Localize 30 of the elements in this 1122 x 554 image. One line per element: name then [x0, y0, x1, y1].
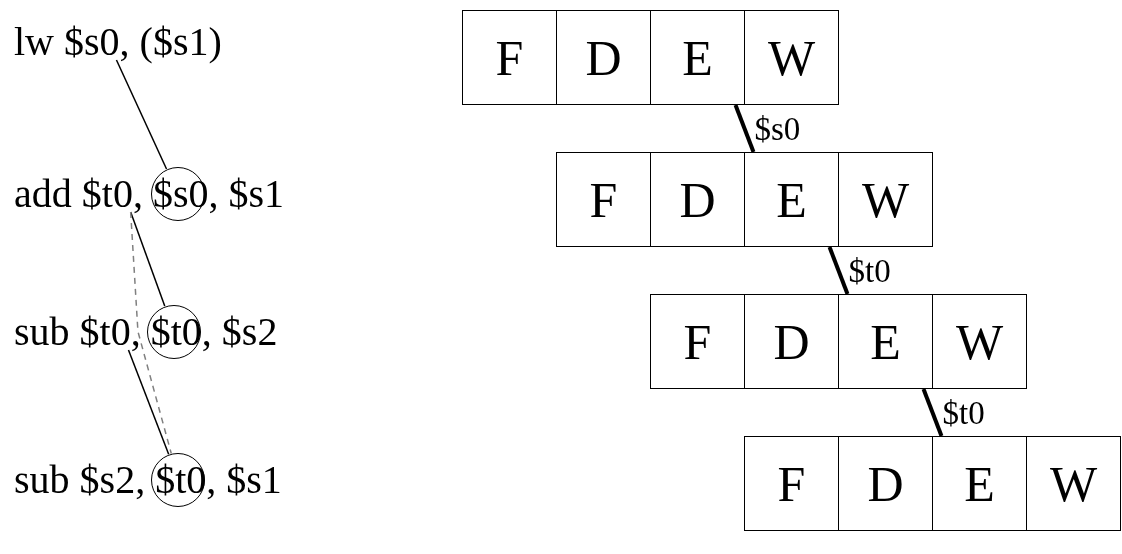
edge-label: $t0	[942, 396, 985, 429]
pipeline-stage-box: W	[1026, 436, 1121, 531]
pipeline-stage-box: D	[556, 10, 651, 105]
pipeline-stage-box: W	[838, 152, 933, 247]
pipeline-stage-box: D	[650, 152, 745, 247]
pipeline-stage-box: E	[650, 10, 745, 105]
pipeline-stage-box: W	[744, 10, 839, 105]
forwarding-line	[733, 104, 756, 153]
edge-label: $t0	[848, 254, 891, 287]
pipeline-stage-box: W	[932, 294, 1027, 389]
dependency-line	[129, 211, 166, 307]
dependency-line	[115, 59, 168, 170]
edge-label: $s0	[754, 112, 801, 145]
pipeline-stage-box: F	[650, 294, 745, 389]
instruction-text: sub $t0, $t0, $s2	[14, 312, 278, 352]
pipeline-stage-box: E	[838, 294, 933, 389]
pipeline-stage-box: F	[744, 436, 839, 531]
pipeline-stage-box: E	[932, 436, 1027, 531]
instruction-text: sub $s2, $t0, $s1	[14, 460, 282, 500]
forwarding-line	[827, 246, 850, 295]
pipeline-stage-box: D	[744, 294, 839, 389]
instruction-text: lw $s0, ($s1)	[14, 22, 222, 62]
pipeline-stage-box: E	[744, 152, 839, 247]
dashed-dependency-line	[129, 211, 172, 455]
instruction-text: add $t0, $s0, $s1	[14, 174, 285, 214]
dependency-line	[127, 349, 170, 456]
forwarding-line	[921, 388, 944, 437]
pipeline-stage-box: F	[462, 10, 557, 105]
pipeline-stage-box: D	[838, 436, 933, 531]
pipeline-stage-box: F	[556, 152, 651, 247]
